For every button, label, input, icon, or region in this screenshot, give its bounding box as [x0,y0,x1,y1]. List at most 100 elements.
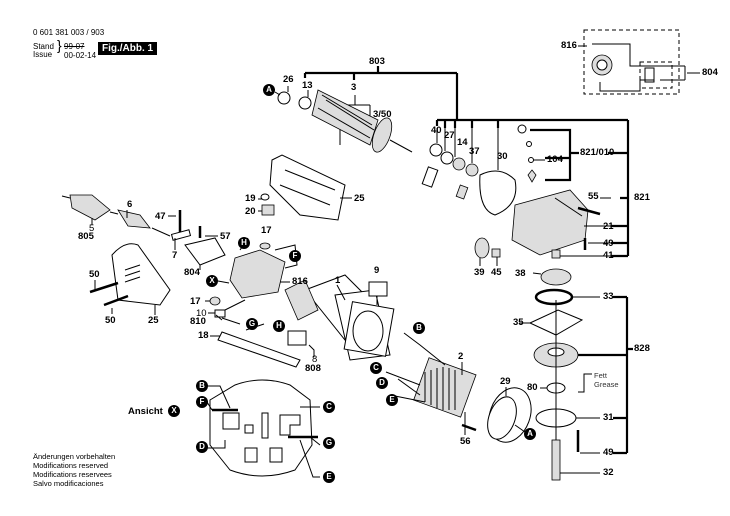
field-coil-2 [413,357,477,418]
part-label-7: 7 [172,250,178,261]
marker-c-view: C [323,401,335,413]
bracket-821 [611,196,628,258]
part-label-17: 17 [190,296,201,307]
bracket-828 [574,295,633,455]
part-label-29: 29 [500,376,511,387]
part-label-17-top: 17 [261,225,272,236]
knob [517,124,527,134]
part-label-18: 18 [198,330,209,341]
part-label-27: 27 [444,130,455,141]
part-label-35: 35 [513,317,524,328]
brace: } [57,37,62,53]
group-label-828: 828 [634,343,650,354]
part-label-41: 41 [603,250,614,261]
view-label: Ansicht [128,406,163,417]
group-label-804: 804 [702,67,718,78]
bracket-803 [303,66,630,256]
part-label-31: 31 [603,412,614,423]
switch-804 [184,237,226,266]
part-label-40: 40 [431,125,442,136]
part-label-808: 808 [305,363,321,374]
part-label-816: 816 [292,276,308,287]
part-label-804: 804 [184,267,200,278]
footer-line-es: Salvo modificaciones [33,479,104,488]
bearing-13 [298,96,312,110]
group-label-816: 816 [561,40,577,51]
leader-3 [339,95,371,145]
figure-label: Fig./Abb. 1 [98,42,158,55]
part-label-8: 8 [312,354,318,365]
part-label-50-bottom: 50 [105,315,116,326]
part-label-10: 10 [196,308,207,319]
bracket-821-010 [530,128,628,182]
armature [311,89,413,153]
power-cord [61,194,171,237]
marker-b-view: B [196,380,208,392]
clamp-7 [170,229,192,241]
footer-line-en: Modifications reserved [33,461,109,470]
screw-55 [577,206,601,216]
marker-b-coil: B [413,322,425,334]
part-label-80: 80 [527,382,538,393]
motor-housing-1 [284,274,395,361]
footer-line-de: Änderungen vorbehalten [33,452,116,461]
marker-d-view: D [196,441,208,453]
part-label-32: 32 [603,467,614,478]
part-label-55: 55 [588,191,599,202]
issue-label: Issue [33,50,53,59]
group-label-803: 803 [369,56,385,67]
marker-f-view: F [196,396,208,408]
part-label-2: 2 [458,351,464,362]
part-label-14: 14 [457,137,468,148]
switch-20 [261,204,275,216]
part-label-47: 47 [155,211,166,222]
label-8 [287,330,307,346]
part-label-38: 38 [515,268,526,279]
part-label-30: 30 [497,151,508,162]
marker-f-top: F [289,250,301,262]
group-label-821: 821 [634,192,650,203]
ring-40 [429,143,443,157]
marker-x-view: X [168,405,180,417]
screw-50a [89,281,119,294]
part-label-25-top: 25 [354,193,365,204]
marker-d-coil: D [376,377,388,389]
part-label-56: 56 [460,436,471,447]
grease-note: Fett Grease [594,371,619,389]
old-date: 99-07 [64,42,85,51]
part-label-20: 20 [245,206,256,217]
marker-a-top: A [263,84,275,96]
footer-line-fr: Modifications reservees [33,470,112,479]
part-label-25-bottom: 25 [148,315,159,326]
sleeve [421,166,439,188]
brush-holder-816 [229,249,286,299]
part-label-49a: 49 [603,238,614,249]
part-label-1: 1 [335,275,341,286]
view-x-drawing [206,379,321,478]
part-label-3: 3 [351,82,357,93]
spindle-32 [551,439,561,481]
spring-17 [259,242,271,250]
screw-50b [103,294,129,307]
grease-note-fett: Fett [594,371,607,380]
marker-e-coil: E [386,394,398,406]
gear-housing-21 [511,189,589,256]
marker-c-coil: C [370,362,382,374]
grease-note-grease: Grease [594,380,619,389]
part-label-57: 57 [220,231,231,242]
marker-e-view: E [323,471,335,483]
group-label-821-010: 821/010 [580,147,615,158]
issue-date: 00-02-14 [64,51,97,60]
part-label-9: 9 [374,265,380,276]
gear-38 [540,268,572,286]
part-label-104: 104 [547,154,563,165]
part-label-6: 6 [127,199,133,210]
marker-x-top: X [206,275,218,287]
part-label-45: 45 [491,267,502,278]
marker-h-top: H [238,237,250,249]
marker-a-bottom: A [524,428,536,440]
part-label-805: 805 [78,231,94,242]
marker-g-view: G [323,437,335,449]
spring-19 [260,193,270,201]
